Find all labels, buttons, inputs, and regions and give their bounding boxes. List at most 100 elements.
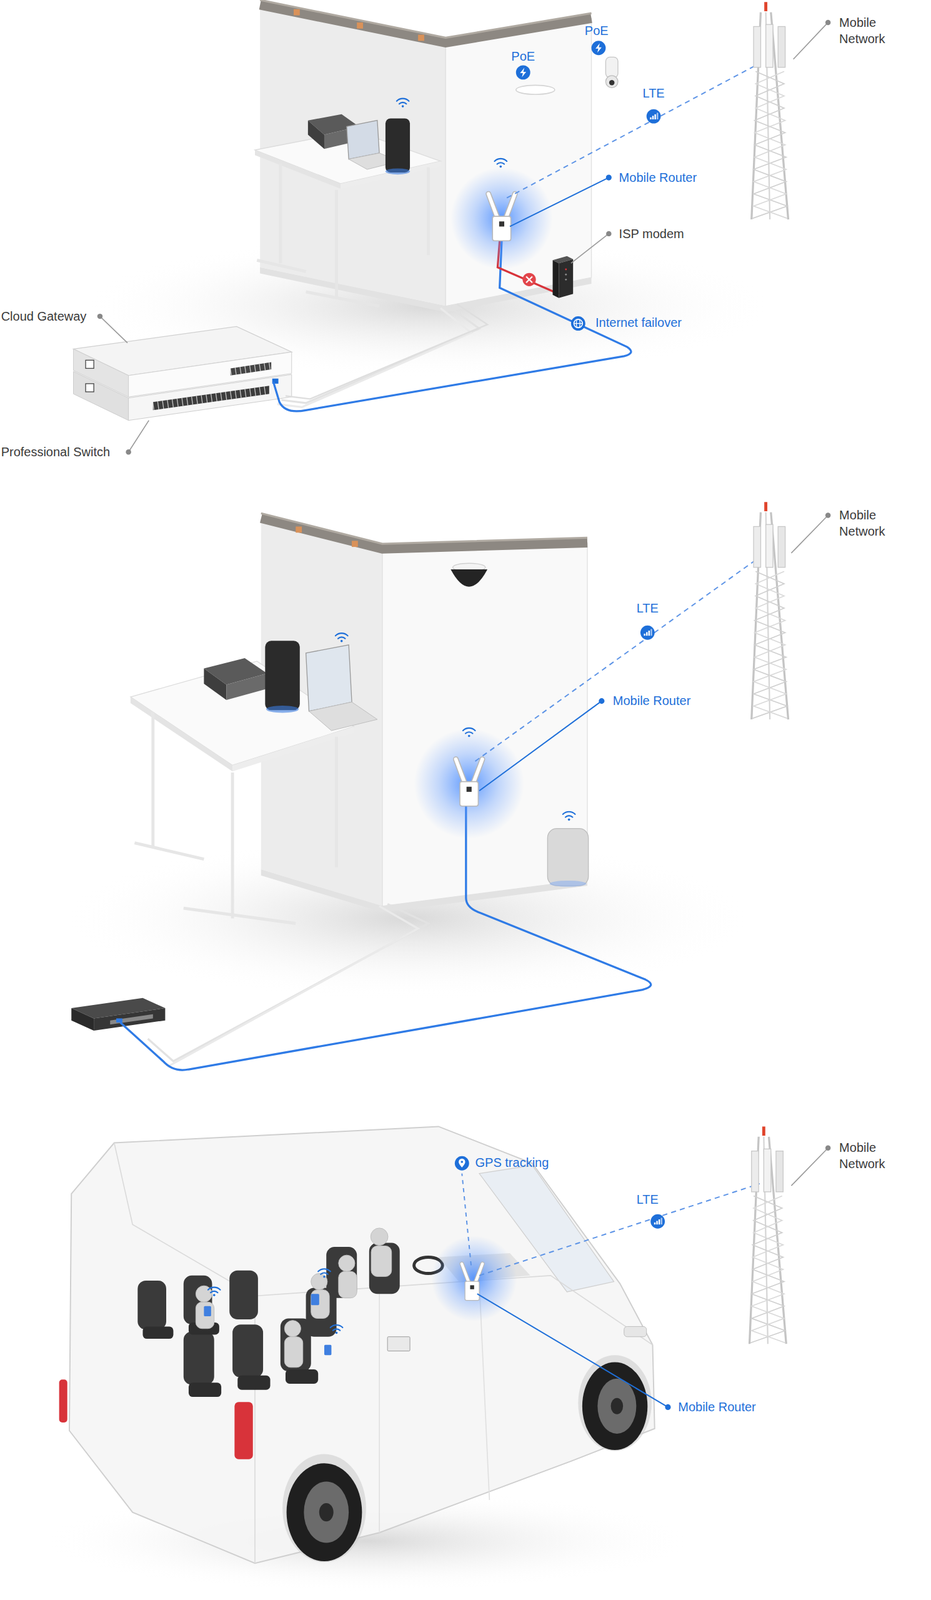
vehicle-scene-part <box>137 1242 400 1385</box>
office-primary-scene-part <box>231 772 235 918</box>
vehicle-scene-part-part <box>338 1254 355 1271</box>
callout-label: Mobile Network <box>839 506 902 540</box>
office-failover-scene-part <box>606 174 612 181</box>
office-primary-scene-part <box>455 759 482 807</box>
office-failover-scene-part <box>793 22 828 60</box>
callout-label: Mobile Router <box>612 692 692 709</box>
office-failover-scene-part <box>445 18 592 306</box>
office-primary-scene-part <box>93 1007 165 1031</box>
office-failover-scene-part <box>128 374 292 420</box>
vehicle-scene-part <box>749 1125 787 1344</box>
office-failover-scene-part <box>356 22 364 29</box>
office-failover-scene-part <box>230 365 272 372</box>
office-failover-scene-part <box>85 383 94 392</box>
vehicle-scene-part <box>624 1325 647 1336</box>
vehicle-scene-part <box>286 1462 363 1561</box>
office-failover-scene-part <box>558 259 573 299</box>
office-failover-scene-part <box>418 34 425 42</box>
office-failover-scene-part <box>99 316 128 343</box>
office-primary-scene <box>61 501 831 1070</box>
callout-label: Internet failover <box>595 314 682 331</box>
vehicle-scene-part <box>311 1293 320 1305</box>
vehicle-scene-part <box>324 1344 332 1355</box>
office-failover-scene-part <box>396 98 410 108</box>
office-primary-scene-part <box>261 869 588 913</box>
office-primary-scene-part <box>261 517 383 906</box>
callout-label: Mobile Router <box>619 169 698 186</box>
vehicle-scene-part <box>791 1147 828 1186</box>
vehicle-scene-part-part <box>284 1320 301 1337</box>
office-primary-scene-part <box>261 517 588 549</box>
office-failover-scene-part <box>605 75 618 89</box>
callout-label: Mobile Network <box>839 14 902 47</box>
office-failover-scene-part <box>522 273 536 287</box>
vehicle-scene-part <box>203 1305 211 1316</box>
vehicle-scene-part-part <box>370 1227 389 1246</box>
office-primary-scene-part <box>335 632 349 642</box>
vehicle-scene-part-part <box>338 1270 357 1298</box>
office-primary-scene-part <box>203 667 227 700</box>
office-failover-scene-part <box>153 389 270 407</box>
office-failover-scene-part <box>277 308 472 407</box>
office-failover-scene-part <box>591 40 607 55</box>
vehicle-scene-part-part <box>183 1331 215 1385</box>
office-primary-scene-part <box>130 696 233 772</box>
callout-label: Mobile Network <box>839 1139 902 1172</box>
office-primary-scene-part <box>475 556 760 762</box>
vehicle-scene-part <box>59 1379 68 1423</box>
vehicle-scene-part <box>431 1235 517 1321</box>
office-primary-scene-part <box>116 1017 123 1023</box>
office-primary-scene-part <box>295 526 302 533</box>
office-failover-scene-part <box>230 362 272 376</box>
office-failover-scene-part <box>751 1 789 220</box>
vehicle-scene-part-part <box>284 1336 303 1368</box>
vehicle-scene-part-part <box>137 1280 167 1330</box>
office-primary-scene-part <box>549 880 587 887</box>
office-failover-scene-part <box>564 278 567 281</box>
office-primary-scene-part <box>71 1007 94 1031</box>
office-failover-scene-part <box>256 259 306 272</box>
office-failover-scene-part <box>97 313 103 319</box>
office-failover-scene-part <box>273 240 632 412</box>
office-failover-scene-part <box>346 120 380 160</box>
office-primary-scene-part <box>120 806 652 1070</box>
vehicle-scene-part <box>664 1403 671 1410</box>
vehicle-scene-part <box>330 1324 344 1334</box>
office-failover-scene-part <box>259 0 592 38</box>
office-primary-scene-part <box>640 625 655 640</box>
vehicle-scene <box>40 1125 831 1591</box>
office-failover-scene-part <box>526 276 533 283</box>
vehicle-scene-part-part <box>369 1242 400 1295</box>
vehicle-scene-part <box>477 1293 668 1407</box>
office-primary-scene-part <box>306 644 352 712</box>
office-primary-scene-part <box>140 906 419 1066</box>
office-failover-scene-part <box>609 79 615 85</box>
callout-label: LTE <box>642 84 665 102</box>
vehicle-scene-part <box>597 1378 637 1434</box>
vehicle-scene-part <box>234 1401 253 1459</box>
vehicle-scene-part <box>69 1125 655 1563</box>
office-primary-scene-part <box>825 512 831 518</box>
office-failover-scene-part <box>494 158 508 168</box>
office-failover-scene-part <box>506 63 760 199</box>
office-primary-scene-part <box>562 811 576 821</box>
vehicle-scene-part-part <box>142 1325 174 1339</box>
office-primary-scene-part <box>183 907 297 923</box>
vehicle-scene-part <box>611 1397 624 1414</box>
office-primary-scene-part <box>751 501 789 720</box>
vehicle-scene-part <box>387 1336 410 1351</box>
office-primary-scene-part <box>308 701 377 731</box>
vehicle-scene-part-part <box>306 1287 337 1336</box>
vehicle-scene-part <box>303 1481 349 1543</box>
office-primary-scene-part <box>266 705 299 713</box>
callout-label: Professional Switch <box>1 443 111 460</box>
office-failover-scene-part <box>125 449 131 455</box>
office-primary-scene-part <box>479 701 602 792</box>
office-failover-scene-part <box>128 420 150 453</box>
vehicle-scene-part-part <box>371 1245 392 1276</box>
vehicle-scene-part-part <box>188 1382 222 1397</box>
vehicle-scene-part <box>378 1287 380 1533</box>
callout-label: Mobile Router <box>677 1398 757 1415</box>
